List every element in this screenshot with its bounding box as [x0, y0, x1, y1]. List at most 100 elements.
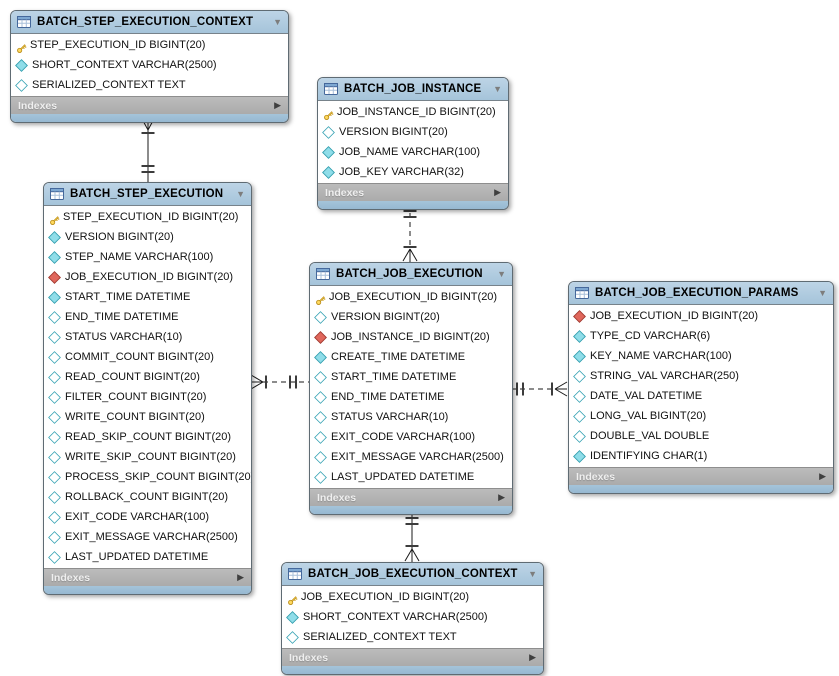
column-row: READ_SKIP_COUNT BIGINT(20): [44, 427, 251, 447]
column-label: JOB_EXECUTION_ID BIGINT(20): [590, 310, 759, 322]
table-icon: [324, 83, 338, 95]
attr-nullable-icon: [314, 370, 327, 384]
attr-nullable-icon: [314, 410, 327, 424]
table-batch-job-execution-params[interactable]: BATCH_JOB_EXECUTION_PARAMS ▼ JOB_EXECUTI…: [568, 281, 834, 494]
column-label: STRING_VAL VARCHAR(250): [590, 370, 739, 382]
column-label: STEP_NAME VARCHAR(100): [65, 251, 214, 263]
attr-nullable-icon: [48, 330, 61, 344]
table-header[interactable]: BATCH_STEP_EXECUTION ▼: [44, 183, 251, 206]
attr-notnull-icon: [573, 449, 586, 463]
column-row: STEP_NAME VARCHAR(100): [44, 247, 251, 267]
table-title: BATCH_STEP_EXECUTION_CONTEXT: [37, 16, 254, 28]
table-bottom-strip: [310, 506, 512, 514]
table-header[interactable]: BATCH_JOB_INSTANCE ▼: [318, 78, 508, 101]
indexes-footer[interactable]: Indexes ▶: [569, 467, 833, 485]
attr-notnull-icon: [573, 349, 586, 363]
column-row: EXIT_CODE VARCHAR(100): [310, 427, 512, 447]
column-label: COMMIT_COUNT BIGINT(20): [65, 351, 214, 363]
indexes-label: Indexes: [317, 491, 357, 504]
indexes-label: Indexes: [289, 651, 329, 664]
column-label: DATE_VAL DATETIME: [590, 390, 703, 402]
column-label: KEY_NAME VARCHAR(100): [590, 350, 732, 362]
attr-nullable-icon: [322, 125, 335, 139]
column-row: KEY_NAME VARCHAR(100): [569, 346, 833, 366]
table-title: BATCH_JOB_EXECUTION_PARAMS: [595, 287, 799, 299]
column-label: JOB_INSTANCE_ID BIGINT(20): [331, 331, 490, 343]
chevron-down-icon[interactable]: ▼: [497, 268, 506, 279]
table-batch-job-instance[interactable]: BATCH_JOB_INSTANCE ▼ JOB_INSTANCE_ID BIG…: [317, 77, 509, 210]
attr-nullable-icon: [48, 350, 61, 364]
expand-arrow-icon: ▶: [819, 471, 826, 481]
column-row: STEP_EXECUTION_ID BIGINT(20): [11, 35, 288, 55]
column-row: STRING_VAL VARCHAR(250): [569, 366, 833, 386]
column-label: END_TIME DATETIME: [65, 311, 179, 323]
column-label: STATUS VARCHAR(10): [331, 411, 449, 423]
column-label: READ_SKIP_COUNT BIGINT(20): [65, 431, 232, 443]
table-bottom-strip: [282, 666, 543, 674]
attr-nullable-icon: [48, 370, 61, 384]
table-header[interactable]: BATCH_JOB_EXECUTION_PARAMS ▼: [569, 282, 833, 305]
indexes-footer[interactable]: Indexes ▶: [318, 183, 508, 201]
chevron-down-icon[interactable]: ▼: [493, 83, 502, 94]
chevron-down-icon[interactable]: ▼: [273, 16, 282, 27]
table-header[interactable]: BATCH_JOB_EXECUTION_CONTEXT ▼: [282, 563, 543, 586]
table-header[interactable]: BATCH_STEP_EXECUTION_CONTEXT ▼: [11, 11, 288, 34]
table-icon: [288, 568, 302, 580]
table-icon: [17, 16, 31, 28]
table-batch-job-execution[interactable]: BATCH_JOB_EXECUTION ▼ JOB_EXECUTION_ID B…: [309, 262, 513, 515]
primary-key-icon: [16, 41, 27, 53]
indexes-label: Indexes: [18, 99, 58, 112]
table-bottom-strip: [569, 485, 833, 493]
column-row: VERSION BIGINT(20): [310, 307, 512, 327]
table-bottom-strip: [318, 201, 508, 209]
table-header[interactable]: BATCH_JOB_EXECUTION ▼: [310, 263, 512, 286]
indexes-footer[interactable]: Indexes ▶: [44, 568, 251, 586]
table-icon: [575, 287, 589, 299]
table-batch-job-execution-context[interactable]: BATCH_JOB_EXECUTION_CONTEXT ▼ JOB_EXECUT…: [281, 562, 544, 675]
column-row: COMMIT_COUNT BIGINT(20): [44, 347, 251, 367]
attr-nullable-icon: [48, 510, 61, 524]
expand-arrow-icon: ▶: [498, 492, 505, 502]
column-label: JOB_EXECUTION_ID BIGINT(20): [329, 291, 498, 303]
foreign-key-icon: [314, 330, 327, 344]
indexes-footer[interactable]: Indexes ▶: [310, 488, 512, 506]
table-batch-step-execution-context[interactable]: BATCH_STEP_EXECUTION_CONTEXT ▼ STEP_EXEC…: [10, 10, 289, 123]
expand-arrow-icon: ▶: [274, 100, 281, 110]
column-label: STEP_EXECUTION_ID BIGINT(20): [30, 39, 206, 51]
column-label: STATUS VARCHAR(10): [65, 331, 183, 343]
column-label: JOB_INSTANCE_ID BIGINT(20): [337, 106, 496, 118]
column-label: STEP_EXECUTION_ID BIGINT(20): [63, 211, 239, 223]
chevron-down-icon[interactable]: ▼: [236, 188, 245, 199]
chevron-down-icon[interactable]: ▼: [818, 287, 827, 298]
column-row: JOB_EXECUTION_ID BIGINT(20): [282, 587, 543, 607]
column-row: SHORT_CONTEXT VARCHAR(2500): [282, 607, 543, 627]
attr-nullable-icon: [573, 429, 586, 443]
attr-notnull-icon: [48, 230, 61, 244]
column-label: SERIALIZED_CONTEXT TEXT: [303, 631, 457, 643]
column-label: EXIT_CODE VARCHAR(100): [331, 431, 476, 443]
table-title: BATCH_JOB_INSTANCE: [344, 83, 482, 95]
attr-nullable-icon: [48, 430, 61, 444]
column-row: WRITE_COUNT BIGINT(20): [44, 407, 251, 427]
chevron-down-icon[interactable]: ▼: [528, 568, 537, 579]
column-label: WRITE_SKIP_COUNT BIGINT(20): [65, 451, 236, 463]
expand-arrow-icon: ▶: [237, 572, 244, 582]
column-label: VERSION BIGINT(20): [339, 126, 448, 138]
column-row: JOB_NAME VARCHAR(100): [318, 142, 508, 162]
column-row: STATUS VARCHAR(10): [44, 327, 251, 347]
attr-nullable-icon: [48, 530, 61, 544]
primary-key-icon: [315, 293, 326, 305]
attr-notnull-icon: [48, 290, 61, 304]
column-row: FILTER_COUNT BIGINT(20): [44, 387, 251, 407]
column-label: SHORT_CONTEXT VARCHAR(2500): [32, 59, 217, 71]
column-row: PROCESS_SKIP_COUNT BIGINT(20): [44, 467, 251, 487]
indexes-footer[interactable]: Indexes ▶: [282, 648, 543, 666]
indexes-label: Indexes: [576, 470, 616, 483]
column-row: TYPE_CD VARCHAR(6): [569, 326, 833, 346]
table-icon: [50, 188, 64, 200]
column-row: VERSION BIGINT(20): [318, 122, 508, 142]
indexes-footer[interactable]: Indexes ▶: [11, 96, 288, 114]
table-batch-step-execution[interactable]: BATCH_STEP_EXECUTION ▼ STEP_EXECUTION_ID…: [43, 182, 252, 595]
column-label: EXIT_MESSAGE VARCHAR(2500): [331, 451, 504, 463]
attr-nullable-icon: [48, 450, 61, 464]
